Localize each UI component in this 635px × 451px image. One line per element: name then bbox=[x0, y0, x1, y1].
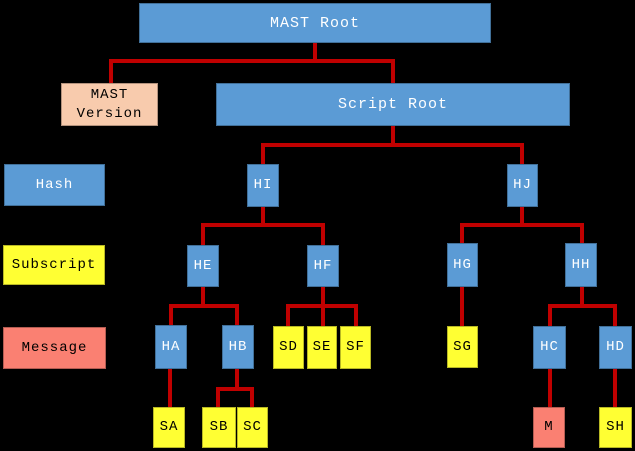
connector-to-ha bbox=[169, 304, 173, 325]
connector-hi-stem bbox=[261, 207, 265, 227]
connector-hh-stem bbox=[580, 287, 584, 308]
node-sh: SH bbox=[599, 407, 632, 448]
node-ha: HA bbox=[155, 325, 187, 369]
node-sg: SG bbox=[447, 326, 478, 368]
connector-mast-root-bar bbox=[109, 59, 395, 63]
connector-hb-stem bbox=[235, 369, 239, 391]
connector-script-root-bar bbox=[261, 143, 524, 147]
node-sd: SD bbox=[273, 326, 304, 369]
node-hc: HC bbox=[533, 326, 566, 369]
connector-mast-root-stem bbox=[313, 43, 317, 63]
connector-hj-stem bbox=[520, 207, 524, 227]
node-hd: HD bbox=[599, 326, 632, 369]
node-hj: HJ bbox=[507, 164, 538, 207]
connector-to-hb bbox=[235, 304, 239, 325]
node-sb: SB bbox=[202, 407, 236, 448]
connector-script-root-stem bbox=[391, 126, 395, 147]
node-hb: HB bbox=[222, 325, 254, 369]
connector-to-mast-version bbox=[109, 59, 113, 83]
node-m: M bbox=[533, 407, 565, 448]
node-sf: SF bbox=[340, 326, 371, 369]
connector-he-stem bbox=[201, 287, 205, 308]
connector-hb-bar bbox=[216, 387, 254, 391]
connector-to-hi bbox=[261, 143, 265, 164]
connector-to-script-root bbox=[391, 59, 395, 83]
connector-to-sc bbox=[250, 387, 254, 407]
connector-hg-to-sg bbox=[460, 287, 464, 326]
connector-hf-bar bbox=[286, 304, 358, 308]
connector-hj-bar bbox=[460, 223, 584, 227]
node-hf: HF bbox=[307, 245, 339, 287]
node-se: SE bbox=[307, 326, 337, 369]
connector-ha-to-sa bbox=[168, 369, 172, 407]
node-hh: HH bbox=[565, 243, 597, 287]
connector-to-sb bbox=[216, 387, 220, 407]
connector-he-bar bbox=[169, 304, 239, 308]
node-mast-root: MAST Root bbox=[139, 3, 491, 43]
connector-hh-bar bbox=[548, 304, 617, 308]
connector-hc-to-m bbox=[548, 369, 552, 407]
node-script-root: Script Root bbox=[216, 83, 570, 126]
connector-to-hc bbox=[548, 304, 552, 326]
connector-to-sd bbox=[286, 304, 290, 326]
node-legend-hash: Hash bbox=[4, 164, 105, 206]
connector-hi-bar bbox=[201, 223, 325, 227]
connector-to-sf bbox=[354, 304, 358, 326]
node-hi: HI bbox=[247, 164, 279, 207]
connector-to-hg bbox=[460, 223, 464, 243]
connector-to-hj bbox=[520, 143, 524, 164]
connector-to-hd bbox=[613, 304, 617, 326]
node-legend-subscript: Subscript bbox=[3, 245, 105, 285]
connector-to-he bbox=[201, 223, 205, 245]
node-sc: SC bbox=[237, 407, 268, 448]
node-legend-message: Message bbox=[3, 327, 106, 369]
connector-hd-to-sh bbox=[613, 369, 617, 407]
node-sa: SA bbox=[153, 407, 185, 448]
connector-to-hh bbox=[580, 223, 584, 243]
node-hg: HG bbox=[447, 243, 478, 287]
connector-to-hf bbox=[321, 223, 325, 245]
node-mast-version: MAST Version bbox=[61, 83, 158, 126]
node-he: HE bbox=[187, 245, 219, 287]
